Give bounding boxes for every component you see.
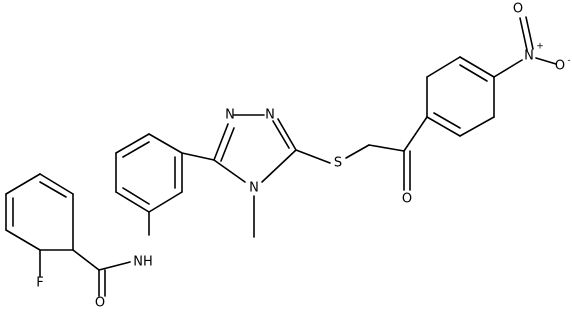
amide-nh-label: NH [133, 255, 153, 270]
nitro-nitrogen-label: N [524, 49, 534, 64]
amide-linkage [72, 211, 150, 297]
nitro-minus-label: - [567, 56, 570, 66]
fluorophenyl-ring [5, 173, 74, 251]
keto-thio-chain [295, 116, 428, 191]
triazole-n1-label: N [265, 108, 275, 123]
nitro-oxygen-top-label: O [513, 2, 523, 17]
amide-oxygen-label: O [95, 296, 105, 311]
nitrophenyl-ring [426, 56, 495, 137]
triazole-n2-label: N [225, 108, 235, 123]
nitro-oxygen-side-label: O [555, 59, 565, 74]
ketone-oxygen-label: O [402, 192, 412, 207]
nitro-plus-label: + [536, 42, 544, 52]
nitro-group [493, 16, 557, 78]
central-phenyl-ring [115, 133, 215, 213]
triazole-n4-label: N [249, 181, 259, 196]
triazole-ring [213, 114, 297, 183]
sulfur-label: S [334, 156, 342, 171]
atom-labels: O N + O - O S N N N NH O F [36, 2, 570, 311]
fluorine-label: F [36, 276, 43, 291]
